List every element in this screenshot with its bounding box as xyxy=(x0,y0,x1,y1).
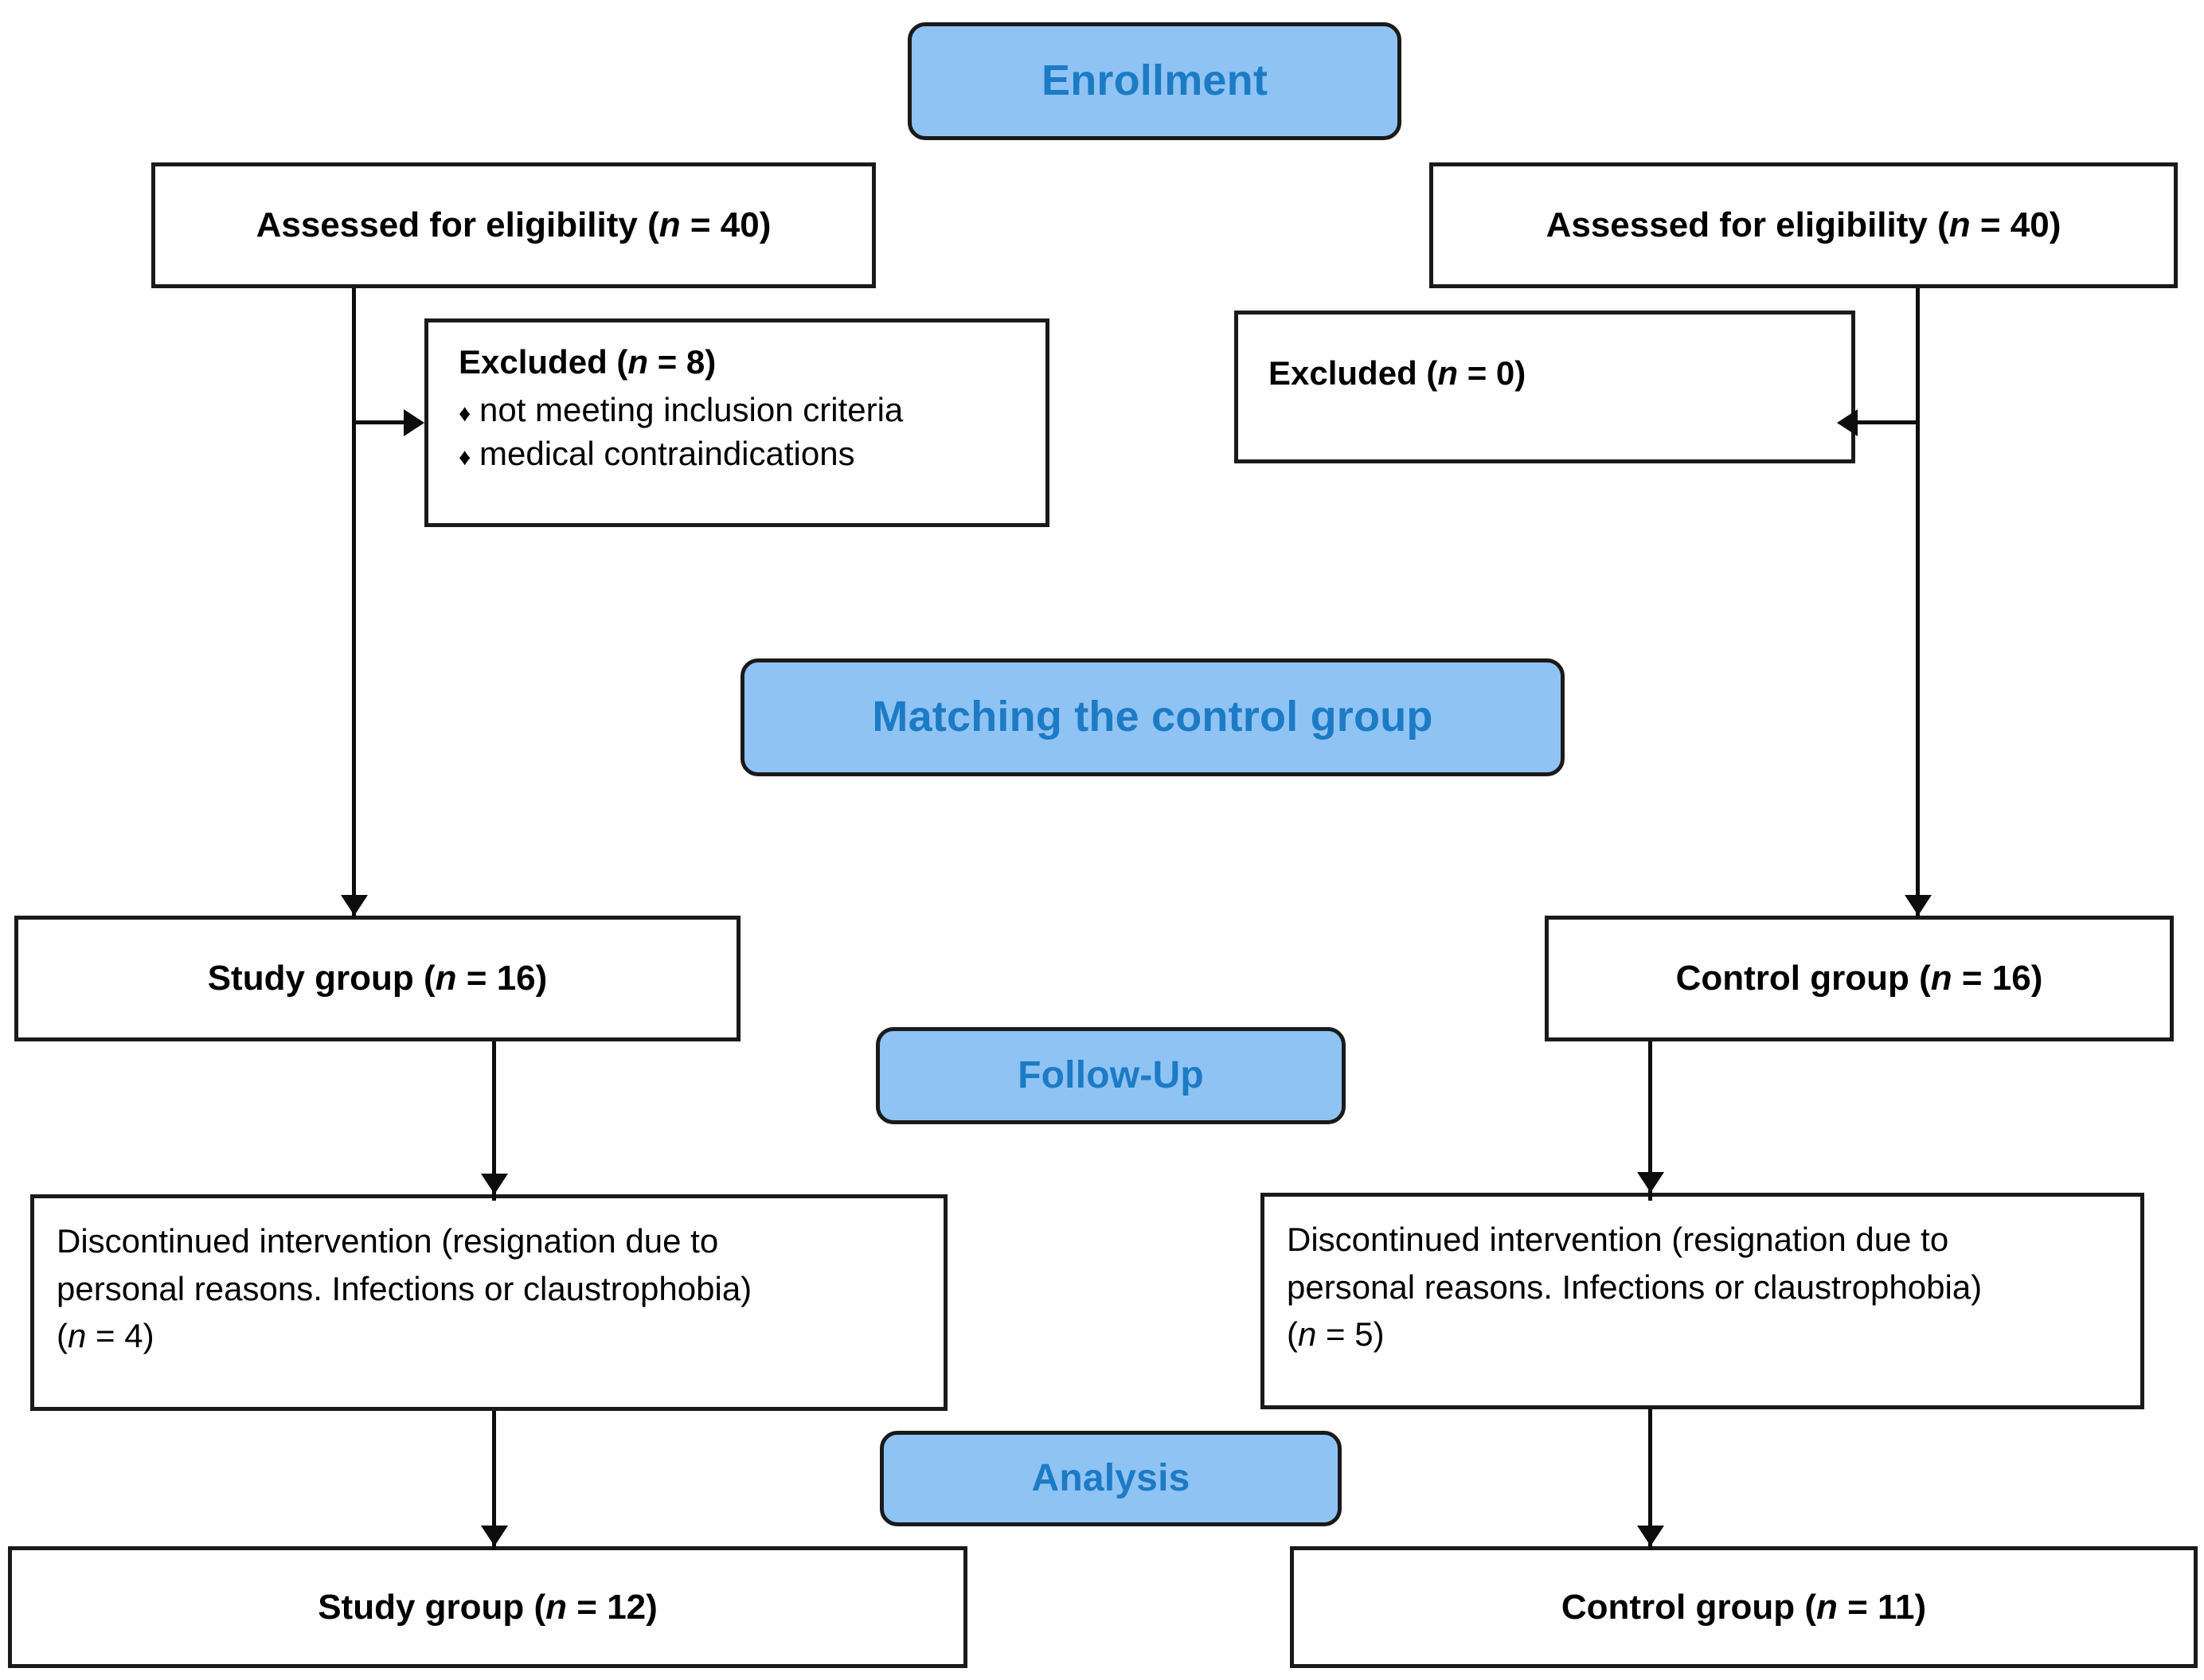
arrowhead-into-discontinued-right xyxy=(1637,1172,1664,1193)
excluded-right-n-value: = 0) xyxy=(1458,354,1526,392)
discontinued-right-n-symbol: n xyxy=(1298,1315,1317,1354)
arrowhead-into-control-group-matched xyxy=(1905,895,1932,916)
discontinued-left-line-2: personal reasons. Infections or claustro… xyxy=(57,1269,752,1307)
excluded-left-heading: Excluded ( xyxy=(459,343,628,381)
node-discontinued-right: Discontinued intervention (resignation d… xyxy=(1260,1193,2144,1409)
excluded-left-reason-1: medical contraindications xyxy=(479,435,855,473)
phase-banner-followup: Follow-Up xyxy=(876,1027,1346,1124)
phase-banner-enrollment-label: Enrollment xyxy=(1041,57,1268,105)
study-group-matched-n-symbol: n xyxy=(435,959,457,998)
node-study-group-matched: Study group (n = 16) xyxy=(14,916,741,1041)
connector-control-group-to-discontinued-right xyxy=(1648,1041,1652,1201)
phase-banner-enrollment: Enrollment xyxy=(908,22,1401,140)
phase-banner-followup-label: Follow-Up xyxy=(1018,1053,1204,1096)
list-item: ♦ not meeting inclusion criteria xyxy=(459,388,1045,432)
excluded-right-n-symbol: n xyxy=(1437,354,1459,392)
study-group-analysed-label: Study group ( xyxy=(318,1587,546,1627)
assessed-left-label: Assessed for eligibility ( xyxy=(256,205,659,244)
discontinued-right-n-value: = 5) xyxy=(1316,1315,1385,1354)
node-study-group-analysed: Study group (n = 12) xyxy=(8,1546,967,1668)
phase-banner-analysis: Analysis xyxy=(880,1431,1342,1526)
connector-discontinued-right-to-control-group-analysed xyxy=(1648,1409,1652,1550)
excluded-left-reason-list: ♦ not meeting inclusion criteria ♦ medical… xyxy=(459,388,1045,476)
list-item: ♦ medical contraindications xyxy=(459,432,1045,475)
node-control-group-analysed: Control group (n = 11) xyxy=(1290,1546,2198,1668)
assessed-right-n-value: = 40) xyxy=(1970,205,2061,244)
control-group-matched-n-symbol: n xyxy=(1930,959,1952,998)
discontinued-left-n-open: ( xyxy=(57,1317,68,1355)
discontinued-left-n-symbol: n xyxy=(68,1317,87,1355)
discontinued-right-line-1: Discontinued intervention (resignation d… xyxy=(1287,1221,1949,1258)
diamond-bullet-icon: ♦ xyxy=(459,400,471,427)
phase-banner-matching-label: Matching the control group xyxy=(872,693,1433,741)
discontinued-left-n-value: = 4) xyxy=(86,1317,154,1355)
node-excluded-right: Excluded (n = 0) xyxy=(1234,311,1855,463)
node-assessed-eligibility-right: Assessed for eligibility (n = 40) xyxy=(1429,162,2178,288)
connector-discontinued-left-to-study-group-analysed xyxy=(492,1411,496,1550)
assessed-right-label: Assessed for eligibility ( xyxy=(1546,205,1949,244)
node-assessed-eligibility-left: Assessed for eligibility (n = 40) xyxy=(151,162,876,288)
assessed-left-n-value: = 40) xyxy=(680,205,772,244)
arrowhead-into-control-group-analysed xyxy=(1637,1526,1664,1546)
node-excluded-left: Excluded (n = 8) ♦ not meeting inclusion … xyxy=(424,318,1049,527)
excluded-left-reason-0: not meeting inclusion criteria xyxy=(479,391,904,428)
arrowhead-into-discontinued-left xyxy=(481,1174,508,1194)
assessed-right-n-symbol: n xyxy=(1948,205,1971,244)
connector-study-group-to-discontinued-left xyxy=(492,1041,496,1201)
discontinued-right-n-open: ( xyxy=(1287,1315,1298,1354)
discontinued-left-line-1: Discontinued intervention (resignation d… xyxy=(57,1222,719,1260)
diamond-bullet-icon: ♦ xyxy=(459,444,471,471)
assessed-left-n-symbol: n xyxy=(658,205,681,244)
control-group-analysed-n-symbol: n xyxy=(1815,1587,1838,1627)
connector-assessed-right-to-control-group xyxy=(1916,288,1920,917)
connector-assessed-left-to-excluded-left xyxy=(356,420,405,424)
control-group-analysed-n-value: = 11) xyxy=(1837,1587,1927,1627)
excluded-left-n-value: = 8) xyxy=(648,343,717,381)
control-group-matched-label: Control group ( xyxy=(1675,959,1931,998)
study-group-matched-n-value: = 16) xyxy=(456,959,548,998)
excluded-right-heading: Excluded ( xyxy=(1268,354,1438,392)
arrowhead-into-study-group-matched xyxy=(341,895,368,916)
study-group-analysed-n-value: = 12) xyxy=(567,1587,658,1627)
study-group-matched-label: Study group ( xyxy=(207,959,436,998)
phase-banner-analysis-label: Analysis xyxy=(1031,1456,1190,1499)
study-group-analysed-n-symbol: n xyxy=(545,1587,568,1627)
discontinued-right-line-2: personal reasons. Infections or claustro… xyxy=(1287,1268,1983,1306)
arrowhead-into-study-group-analysed xyxy=(481,1526,508,1546)
connector-assessed-left-to-study-group xyxy=(352,288,356,917)
connector-assessed-right-to-excluded-right xyxy=(1858,420,1920,424)
phase-banner-matching: Matching the control group xyxy=(741,658,1565,776)
node-control-group-matched: Control group (n = 16) xyxy=(1545,916,2174,1041)
arrowhead-into-excluded-right xyxy=(1837,409,1858,436)
control-group-analysed-label: Control group ( xyxy=(1561,1587,1816,1627)
excluded-left-n-symbol: n xyxy=(627,343,649,381)
control-group-matched-n-value: = 16) xyxy=(1952,959,2043,998)
node-discontinued-left: Discontinued intervention (resignation d… xyxy=(30,1194,948,1411)
arrowhead-into-excluded-left xyxy=(404,409,424,436)
